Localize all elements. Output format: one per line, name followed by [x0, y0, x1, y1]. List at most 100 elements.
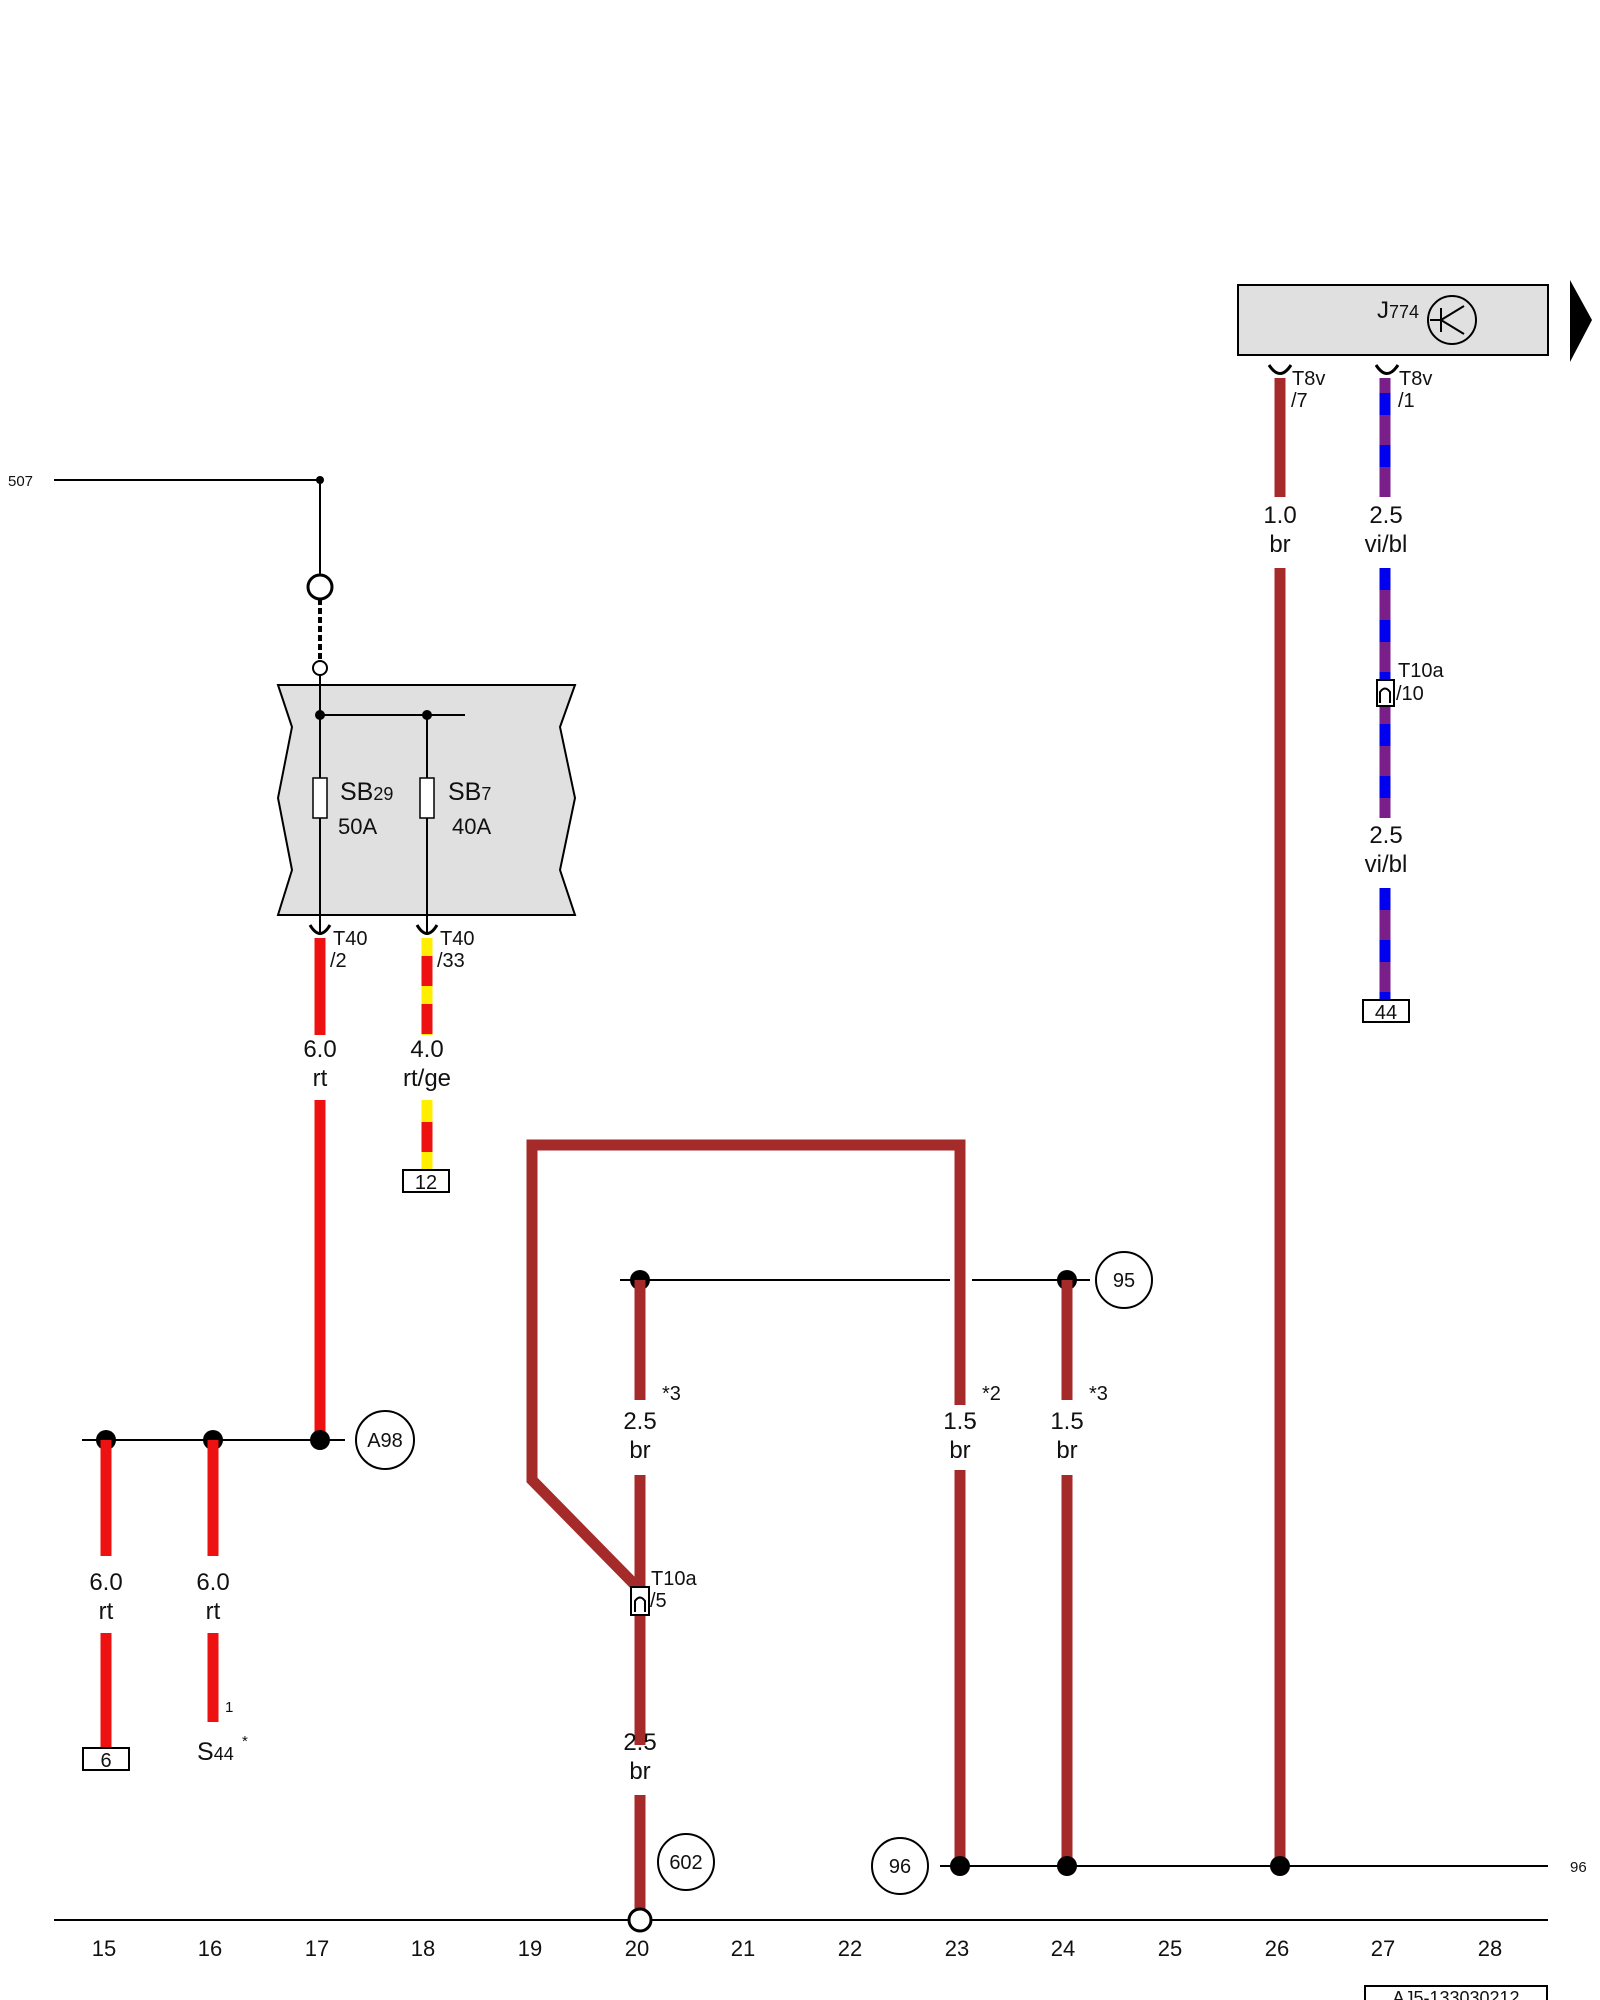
column-label-20: 20	[625, 1936, 649, 1961]
column-label-22: 22	[838, 1936, 862, 1961]
document-id-label: AJ5-133030212	[1392, 1988, 1519, 2000]
fuse-sb7-number: 7	[481, 784, 491, 804]
fuse-sb29-icon	[312, 777, 328, 819]
wire-17-color: rt	[313, 1065, 328, 1092]
fuse-sb7-label: SB7	[448, 778, 491, 806]
wire-20a-color: br	[629, 1437, 650, 1464]
wire-27a-color: vi/bl	[1365, 531, 1408, 558]
ref-box-44-label: 44	[1375, 1002, 1397, 1024]
switch-s44-name: S	[197, 1738, 214, 1766]
ground-rail-terminal	[627, 1907, 653, 1933]
connector-t10a-5-pin: /5	[650, 1590, 667, 1612]
transistor-symbol-icon	[1427, 295, 1477, 345]
connector-t8v-1-name: T8v	[1399, 368, 1432, 390]
document-id-box	[1364, 1985, 1548, 2000]
column-label-25: 25	[1158, 1936, 1182, 1961]
ground-point-96	[871, 1837, 929, 1895]
ground-point-602	[657, 1833, 715, 1891]
node-a98	[355, 1410, 415, 1470]
connector-t8v-7-pin: /7	[1291, 390, 1308, 412]
column-label-17: 17	[305, 1936, 329, 1961]
connector-t40-33-name: T40	[440, 928, 474, 950]
fuse-sb7-name: SB	[448, 778, 481, 806]
wire-26-color: br	[1269, 531, 1290, 558]
node-a98-label: A98	[367, 1430, 403, 1452]
column-label-27: 27	[1371, 1936, 1395, 1961]
column-label-23: 23	[945, 1936, 969, 1961]
connector-t40-2-pin: /2	[330, 950, 347, 972]
ref-507-label: 507	[8, 473, 33, 490]
column-label-19: 19	[518, 1936, 542, 1961]
ref-box-12-label: 12	[415, 1172, 437, 1194]
wire-27a-size: 2.5	[1369, 502, 1402, 529]
wire-24-size: 1.5	[1050, 1408, 1083, 1435]
wire-16-size: 6.0	[196, 1569, 229, 1596]
column-label-28: 28	[1478, 1936, 1502, 1961]
connector-t10a-10-name: T10a	[1398, 660, 1444, 682]
connector-t10a-10-pin-icon	[1379, 687, 1391, 703]
wire-20a-size: 2.5	[623, 1408, 656, 1435]
column-label-16: 16	[198, 1936, 222, 1961]
junction-96-c	[1270, 1856, 1290, 1876]
ground-point-95-label: 95	[1113, 1270, 1135, 1292]
control-unit-name: J	[1377, 297, 1389, 324]
ref-96-right-label: 96	[1570, 1859, 1587, 1876]
switch-s44-number: 44	[214, 1744, 234, 1764]
fuse-sb7-rating: 40A	[452, 814, 491, 839]
ref-box-12	[402, 1169, 450, 1193]
wire-18-size: 4.0	[410, 1036, 443, 1063]
connector-t40-2-icon	[308, 924, 332, 935]
connector-t10a-5-name: T10a	[651, 1568, 697, 1590]
wire-20a-note: *3	[662, 1383, 681, 1405]
ground-point-95	[1095, 1251, 1153, 1309]
column-label-26: 26	[1265, 1936, 1289, 1961]
wire-18-color: rt/ge	[403, 1065, 451, 1092]
control-unit-number: 774	[1389, 302, 1419, 322]
connector-t10a-10-pin: /10	[1396, 683, 1424, 705]
ref-box-6	[82, 1747, 130, 1771]
wire-23-size-overlay: 1.5	[943, 1408, 976, 1435]
ref-box-44	[1362, 999, 1410, 1023]
ground-point-602-label: 602	[669, 1852, 702, 1874]
wire-24-note: *3	[1089, 1383, 1108, 1405]
wire-16-color: rt	[206, 1598, 221, 1625]
fuse-sb29-name: SB	[340, 778, 373, 806]
switch-s44-label: S44	[197, 1738, 234, 1766]
wire-27b-size: 2.5	[1369, 822, 1402, 849]
junction-96-b	[1057, 1856, 1077, 1876]
wire-23-color-overlay: br	[949, 1437, 970, 1464]
wire-20b-color: br	[629, 1758, 650, 1785]
fuse-sb7-icon	[419, 777, 435, 819]
wire-20b-size: 2.5	[623, 1729, 656, 1756]
fuse-sb29-number: 29	[373, 784, 393, 804]
control-unit-label: J774	[1377, 297, 1419, 324]
wire-26-size: 1.0	[1263, 502, 1296, 529]
connector-t10a-5-icon	[630, 1586, 650, 1616]
wire-15-size: 6.0	[89, 1569, 122, 1596]
wire-23-label-gap	[948, 1405, 972, 1470]
column-label-15: 15	[92, 1936, 116, 1961]
connector-t40-2-name: T40	[333, 928, 367, 950]
switch-s44-star: *	[242, 1733, 248, 1750]
connector-t10a-5-pin-icon	[634, 1596, 646, 1612]
fuse-sb29-rating: 50A	[338, 814, 377, 839]
terminal-small-circle	[312, 660, 328, 676]
wire-23-loop	[526, 1139, 966, 1863]
connector-t8v-7-name: T8v	[1292, 368, 1325, 390]
column-label-21: 21	[731, 1936, 755, 1961]
control-unit-j774	[1237, 284, 1549, 356]
terminal-circle	[306, 573, 334, 601]
ground-point-96-label: 96	[889, 1856, 911, 1878]
wire-23-note: *2	[982, 1383, 1001, 1405]
wire-17-size: 6.0	[303, 1036, 336, 1063]
connector-t8v-1-icon	[1374, 364, 1400, 375]
connector-t8v-1-pin: /1	[1398, 390, 1415, 412]
column-label-18: 18	[411, 1936, 435, 1961]
wire-24-color: br	[1056, 1437, 1077, 1464]
connector-t40-33-pin: /33	[437, 950, 465, 972]
junction-96-a	[950, 1856, 970, 1876]
junction-a98-c	[310, 1430, 330, 1450]
connector-t8v-7-icon	[1267, 364, 1293, 375]
connector-t40-33-icon	[415, 924, 439, 935]
